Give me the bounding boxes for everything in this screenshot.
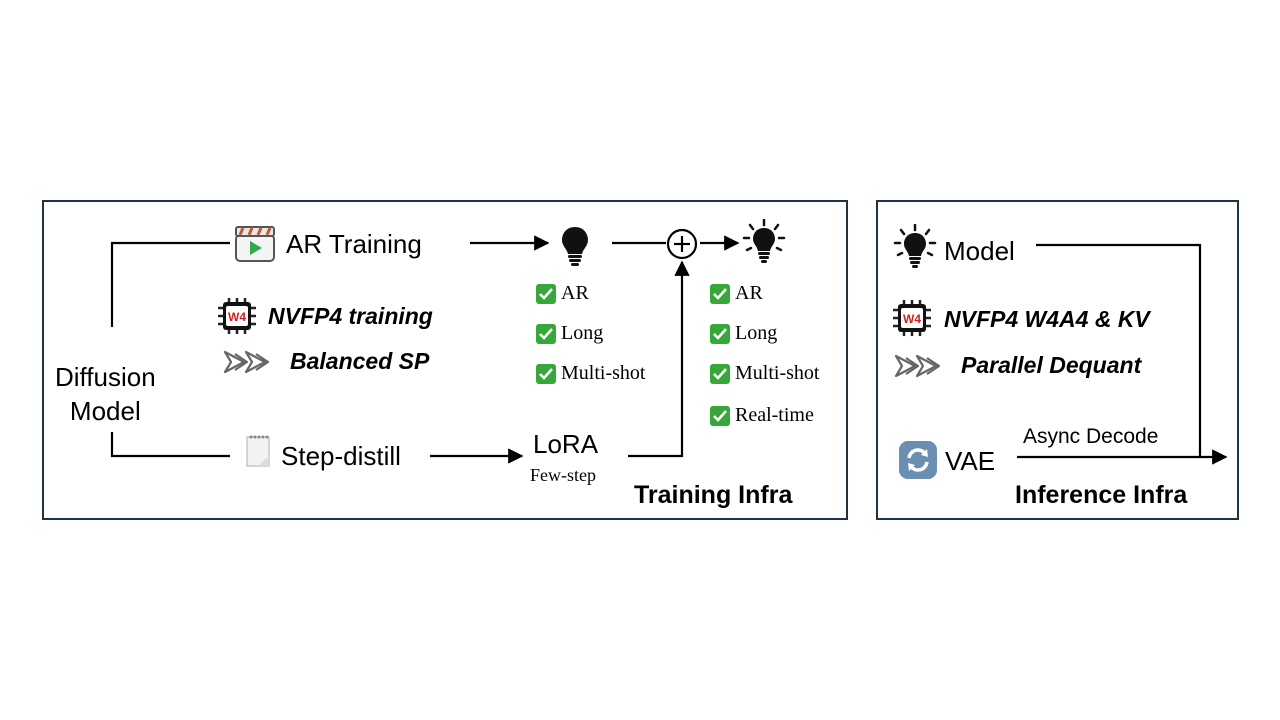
chip-w4-icon: W4 <box>218 298 256 334</box>
few-step-label: Few-step <box>530 465 596 485</box>
vae-label: VAE <box>945 446 996 476</box>
list-item: Long <box>536 322 603 345</box>
svg-text:W4: W4 <box>903 312 921 326</box>
refresh-icon <box>899 441 937 479</box>
lora-label: LoRA <box>533 429 599 459</box>
check-icon <box>536 323 556 344</box>
lora-to-plus-arrow <box>628 260 690 458</box>
glowing-lightbulb-icon <box>742 219 786 263</box>
list-item: Multi-shot <box>536 362 645 385</box>
nvfp4-kv-label: NVFP4 W4A4 & KV <box>944 306 1150 332</box>
check-label: Real-time <box>735 404 814 426</box>
check-label: Multi-shot <box>561 362 646 384</box>
diffusion-model-label: Diffusion Model <box>55 360 156 428</box>
nvfp4-training-label: NVFP4 training <box>268 303 433 329</box>
list-item: AR <box>710 282 763 305</box>
clapperboard-play-icon <box>235 226 275 262</box>
plus-circle-icon <box>666 228 698 260</box>
check-icon <box>536 283 556 304</box>
check-icon <box>710 323 730 344</box>
check-icon <box>710 405 730 426</box>
check-label: AR <box>561 282 589 304</box>
check-label: Long <box>735 322 778 344</box>
lightbulb-icon <box>562 227 588 266</box>
notepad-icon <box>246 435 270 467</box>
parallel-dequant-label: Parallel Dequant <box>961 352 1142 378</box>
async-decode-label: Async Decode <box>1023 425 1159 448</box>
check-label: Long <box>561 322 604 344</box>
ar-training-label: AR Training <box>286 229 422 259</box>
check-icon <box>536 363 556 384</box>
list-item: AR <box>536 282 589 305</box>
diffusion-to-distill-line <box>110 432 230 458</box>
model-label: Model <box>944 236 1015 266</box>
check-icon <box>710 283 730 304</box>
training-infra-panel <box>42 200 848 520</box>
step-distill-label: Step-distill <box>281 441 401 471</box>
fast-forward-icon <box>894 354 941 378</box>
list-item: Multi-shot <box>710 362 819 385</box>
list-item: Long <box>710 322 777 345</box>
diffusion-to-ar-line <box>110 241 230 327</box>
check-label: AR <box>735 282 763 304</box>
check-label: Multi-shot <box>735 362 820 384</box>
diffusion-label-line2: Model <box>69 396 141 426</box>
balanced-sp-label: Balanced SP <box>290 348 430 374</box>
fast-forward-icon <box>223 350 270 374</box>
chip-w4-icon: W4 <box>893 300 931 336</box>
glowing-lightbulb-icon <box>893 224 937 268</box>
list-item: Real-time <box>710 404 814 427</box>
diffusion-label-line1: Diffusion <box>55 362 156 392</box>
training-infra-title: Training Infra <box>634 481 793 509</box>
model-to-output-line <box>1036 243 1202 457</box>
check-icon <box>710 363 730 384</box>
svg-text:W4: W4 <box>228 310 246 324</box>
inference-infra-title: Inference Infra <box>1015 481 1188 509</box>
